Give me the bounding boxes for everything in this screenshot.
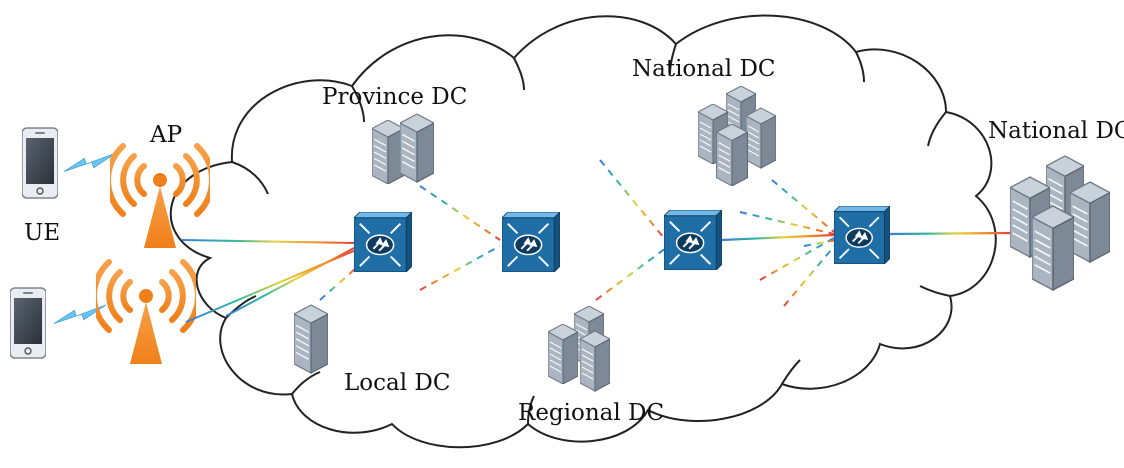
cloud-network	[169, 14, 997, 449]
server-rack-icon	[746, 107, 776, 169]
server-rack-icon	[548, 324, 578, 384]
national-dc-outside: National DC	[988, 118, 1124, 291]
network-switch-icon	[834, 206, 890, 264]
antenna-icon	[94, 262, 198, 364]
regional-dc: Regional DC	[518, 306, 664, 426]
network-switch-icon	[354, 212, 412, 272]
server-rack-icon	[372, 120, 404, 184]
server-rack-icon	[400, 113, 434, 183]
server-rack-icon	[580, 330, 610, 392]
server-rack-icon	[1070, 181, 1110, 263]
network-switch-icon	[664, 210, 722, 270]
wireless-signal-icon	[63, 152, 117, 172]
backbone-links	[412, 231, 1011, 244]
smartphone-icon	[22, 127, 58, 199]
national-dc-cloud: National DC	[632, 56, 776, 186]
ap-group: AP	[94, 122, 212, 364]
ue-group: UE	[10, 127, 117, 359]
server-rack-icon	[294, 304, 328, 374]
smartphone-icon	[10, 287, 46, 359]
ap-label: AP	[149, 122, 182, 148]
server-rack-icon	[716, 124, 748, 186]
regional-dc-label: Regional DC	[518, 400, 664, 426]
access-links	[181, 239, 357, 323]
local-dc-label: Local DC	[344, 370, 450, 396]
dashed-links	[319, 159, 837, 307]
national-dc-cloud-label: National DC	[632, 56, 776, 82]
network-switch-icon	[502, 212, 560, 272]
national-dc-outside-label: National DC	[988, 118, 1124, 144]
server-rack-icon	[1032, 205, 1074, 291]
province-dc: Province DC	[322, 84, 467, 184]
local-dc: Local DC	[294, 304, 450, 396]
ue-label: UE	[24, 220, 60, 246]
province-dc-label: Province DC	[322, 84, 467, 110]
